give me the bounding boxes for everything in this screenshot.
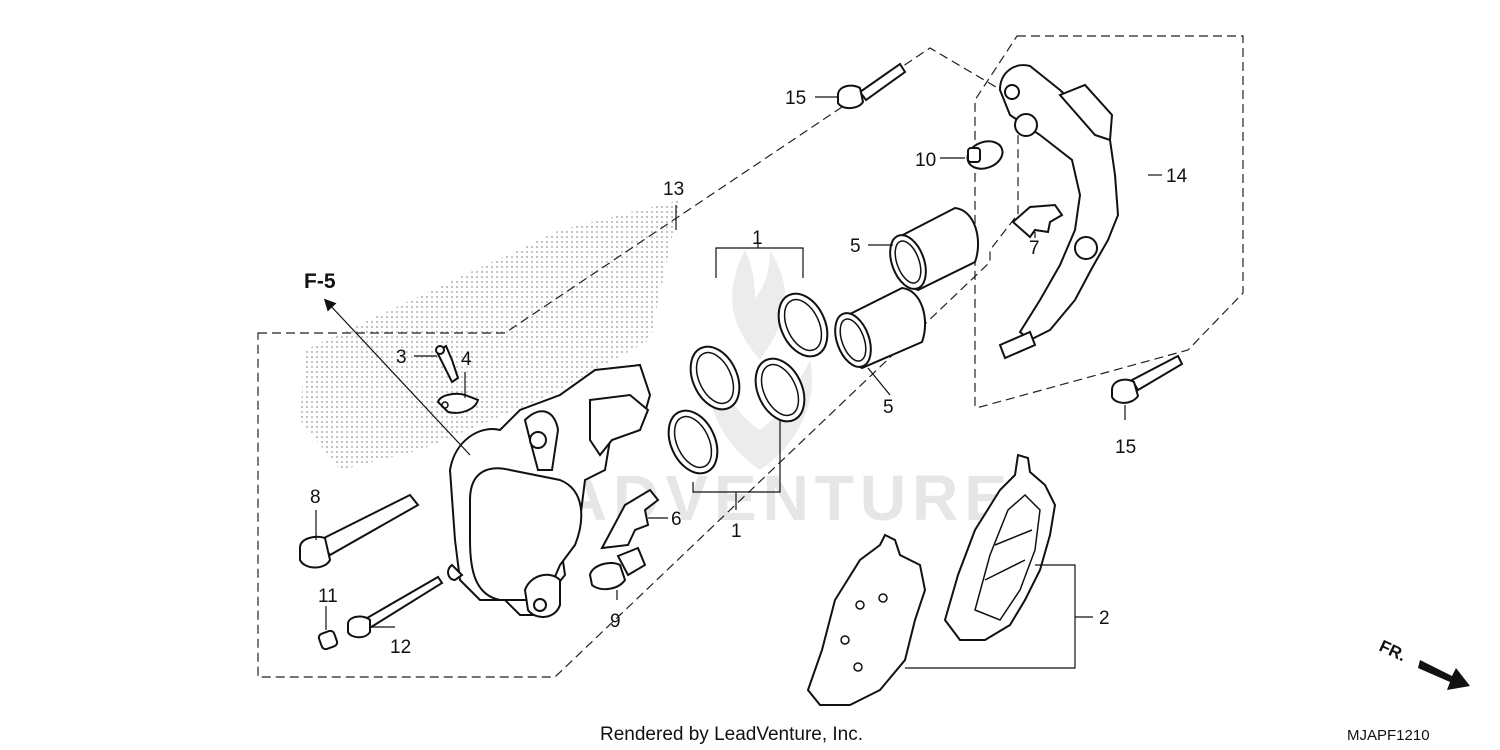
bracket-bolt-bottom	[1111, 354, 1184, 404]
callout-10: 10	[915, 150, 936, 171]
pin-plug	[317, 629, 339, 651]
reference-label: F-5	[304, 270, 336, 293]
pad-pin	[347, 575, 444, 639]
callout-15-bottom: 15	[1115, 437, 1136, 458]
callout-1-bottom: 1	[731, 521, 742, 542]
bleeder-cap	[436, 392, 480, 414]
caliper-bracket	[998, 64, 1120, 360]
pin-boot	[966, 140, 1004, 170]
front-arrow-icon	[1418, 660, 1470, 690]
front-direction-indicator: FR.	[1376, 636, 1470, 690]
callout-13: 13	[663, 179, 684, 200]
leader-lines	[315, 96, 1162, 669]
callout-4: 4	[461, 349, 472, 370]
callout-15-top: 15	[785, 88, 806, 109]
callout-labels: 13 14 1 1 5 5 10 7 15 15 3 4 6 9 8 11 12…	[310, 88, 1188, 658]
pad-spring	[600, 488, 660, 550]
sleeve-bolt	[588, 546, 647, 591]
callout-2: 2	[1099, 608, 1110, 629]
piston-seals	[667, 292, 829, 475]
callout-11: 11	[318, 586, 338, 607]
brake-pads	[806, 453, 1057, 706]
callout-14: 14	[1166, 166, 1188, 187]
callout-6: 6	[671, 509, 682, 530]
bracket-spring	[1011, 203, 1064, 239]
caliper-body	[447, 363, 652, 618]
callout-12: 12	[390, 637, 411, 658]
direction-label: FR.	[1376, 636, 1409, 665]
footer-credit: Rendered by LeadVenture, Inc.	[600, 724, 863, 745]
callout-5-top: 5	[850, 236, 861, 257]
diagram-code: MJAPF1210	[1347, 727, 1430, 744]
caliper-assembly-outline	[257, 47, 1019, 678]
callout-5-bottom: 5	[883, 397, 894, 418]
shading-area	[300, 200, 680, 470]
caliper-pistons	[834, 206, 980, 370]
pin-bolt	[299, 493, 420, 569]
callout-9: 9	[610, 611, 621, 632]
callout-7: 7	[1029, 238, 1040, 259]
bracket-bolt-top	[837, 62, 907, 110]
callout-1-top: 1	[752, 228, 763, 249]
callout-8: 8	[310, 487, 321, 508]
bleeder-screw	[435, 344, 460, 384]
callout-3: 3	[396, 347, 407, 368]
